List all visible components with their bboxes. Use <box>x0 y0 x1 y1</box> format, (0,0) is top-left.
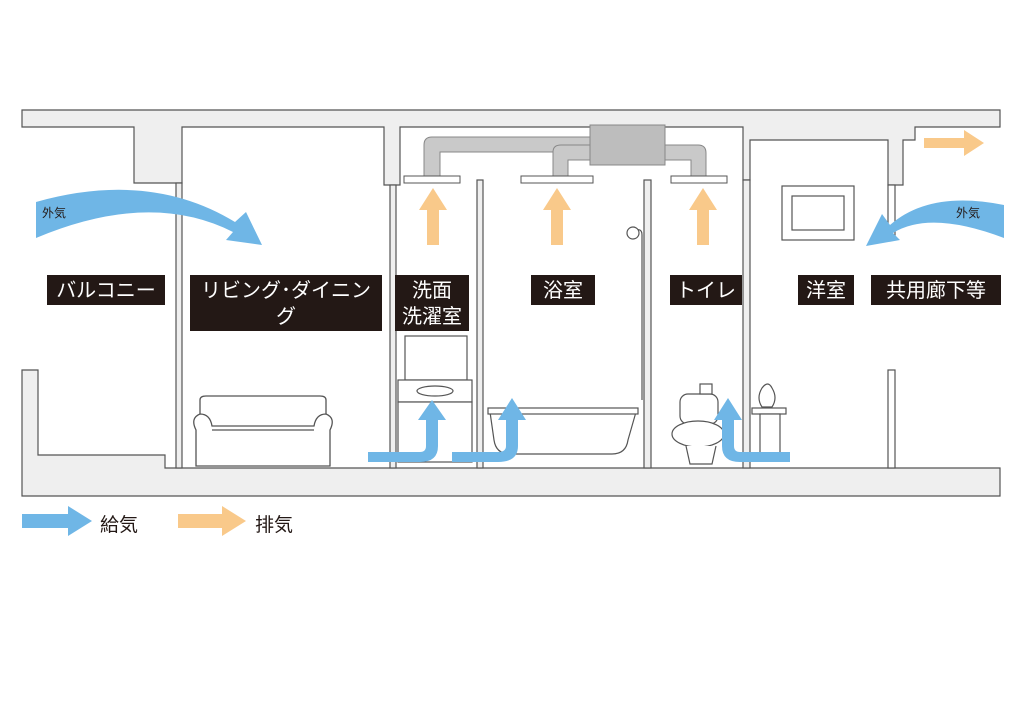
legend-supply-label: 給気 <box>100 514 139 536</box>
supply-arrow-washroom <box>368 400 446 462</box>
floor-slab <box>21 369 1001 497</box>
exhaust-arrow-outside <box>924 130 984 156</box>
wall-picture-illustration <box>781 185 855 241</box>
room-label-living: リビング･ダイニング <box>190 275 382 331</box>
room-label-washroom: 洗面 洗濯室 <box>395 275 469 331</box>
exhaust-arrow-washroom <box>419 188 447 245</box>
walls <box>175 179 896 469</box>
outside-air-label-left: 外気 <box>42 206 67 220</box>
exhaust-air-arrows <box>419 130 984 245</box>
ventilation-unit <box>589 124 666 166</box>
legend-supply-arrow <box>22 506 92 536</box>
supply-arrow-toilet <box>714 398 790 462</box>
room-label-western-room: 洋室 <box>798 275 854 305</box>
vase-table-illustration <box>751 383 787 461</box>
exhaust-arrow-bathroom <box>543 188 571 245</box>
sofa-illustration <box>193 395 333 467</box>
exhaust-arrow-toilet <box>689 188 717 245</box>
outside-air-label-right: 外気 <box>956 206 981 220</box>
supply-arrow-bathroom <box>452 398 526 462</box>
supply-air-arrows <box>36 189 1004 462</box>
room-label-toilet: トイレ <box>670 275 742 305</box>
ceiling-vents <box>403 175 728 184</box>
duct-system <box>423 124 707 177</box>
room-label-balcony: バルコニー <box>47 275 165 305</box>
room-label-corridor: 共用廊下等 <box>871 275 1001 305</box>
bathtub-illustration <box>487 226 643 455</box>
supply-arrow-outside-right <box>866 200 1004 246</box>
legend-exhaust-label: 排気 <box>255 514 294 536</box>
room-label-bathroom: 浴室 <box>531 275 595 305</box>
supply-arrow-outside-left <box>36 189 262 245</box>
toilet-illustration <box>671 383 725 465</box>
washing-machine-illustration <box>397 335 473 463</box>
legend-exhaust-arrow <box>178 506 246 536</box>
